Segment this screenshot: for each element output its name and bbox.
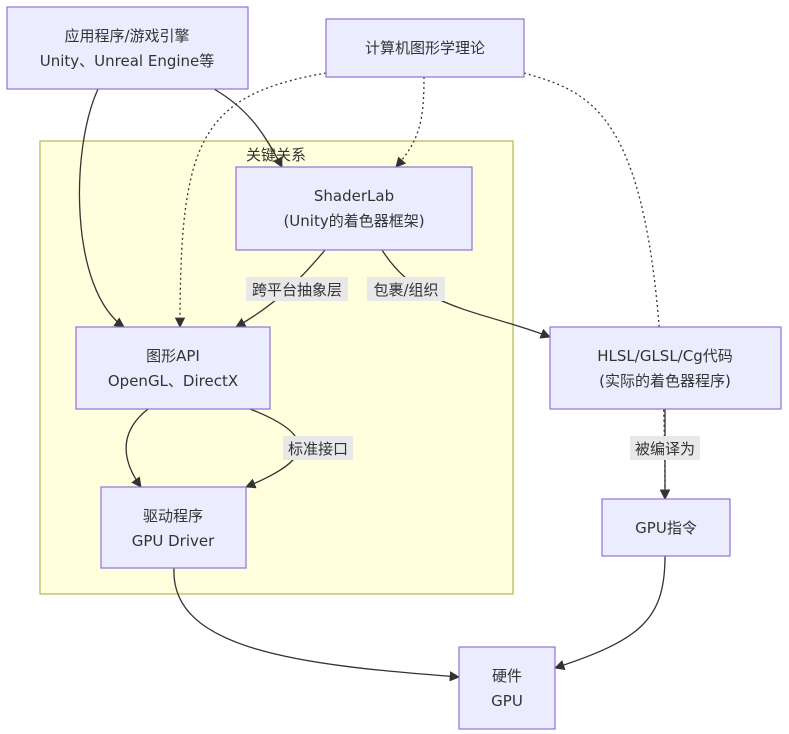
- node-driver: 驱动程序 GPU Driver: [100, 486, 247, 569]
- node-graphics-theory-line1: 计算机图形学理论: [365, 39, 485, 57]
- node-shaderlab-line2: (Unity的着色器框架): [283, 212, 424, 230]
- node-graphics-api-line2: OpenGL、DirectX: [108, 372, 238, 390]
- edge-label-compiled: 被编译为: [630, 436, 700, 460]
- edge-theory-to-shaderlab: [395, 76, 425, 168]
- node-shaderlab: ShaderLab (Unity的着色器框架): [235, 166, 473, 251]
- edge-label-compiled-text: 被编译为: [635, 440, 695, 458]
- edge-label-std-interface: 标准接口: [283, 436, 353, 460]
- node-app-engine-line1: 应用程序/游戏引擎: [64, 27, 189, 45]
- node-hlsl-code-line1: HLSL/GLSL/Cg代码: [597, 347, 732, 365]
- edge-label-cross-platform: 跨平台抽象层: [246, 277, 348, 301]
- edge-label-wrap-text: 包裹/组织: [373, 281, 438, 299]
- edge-label-std-interface-text: 标准接口: [288, 440, 348, 458]
- node-graphics-api: 图形API OpenGL、DirectX: [75, 326, 271, 410]
- edge-driver-to-hardware: [173, 567, 461, 682]
- node-graphics-api-line1: 图形API: [146, 347, 200, 365]
- node-hardware-gpu-line1: 硬件: [492, 667, 522, 685]
- edge-label-wrap: 包裹/组织: [367, 277, 445, 301]
- node-app-engine-line2: Unity、Unreal Engine等: [40, 52, 215, 70]
- node-graphics-theory: 计算机图形学理论: [325, 18, 525, 78]
- edge-app-to-shaderlab: [213, 88, 283, 168]
- node-gpu-instructions: GPU指令: [601, 498, 731, 557]
- node-hlsl-code: HLSL/GLSL/Cg代码 (实际的着色器程序): [549, 326, 782, 410]
- edge-theory-to-api: [174, 72, 327, 329]
- edge-gpucmd-to-hardware: [554, 555, 666, 671]
- node-driver-line1: 驱动程序: [143, 507, 203, 525]
- edge-api-to-driver: [125, 408, 149, 488]
- node-gpu-instructions-line1: GPU指令: [635, 519, 697, 537]
- edge-shaderlab-to-hlsl: [381, 249, 551, 339]
- node-driver-line2: GPU Driver: [132, 532, 215, 550]
- node-hardware-gpu: 硬件 GPU: [458, 646, 556, 730]
- edge-theory-to-gpucmd: [523, 72, 671, 501]
- node-hlsl-code-line2: (实际的着色器程序): [599, 372, 731, 390]
- node-shaderlab-line1: ShaderLab: [314, 187, 394, 205]
- node-hardware-gpu-line2: GPU: [491, 692, 523, 710]
- edge-label-cross-platform-text: 跨平台抽象层: [252, 281, 342, 299]
- edge-app-to-api: [78, 88, 125, 328]
- node-app-engine: 应用程序/游戏引擎 Unity、Unreal Engine等: [6, 6, 249, 90]
